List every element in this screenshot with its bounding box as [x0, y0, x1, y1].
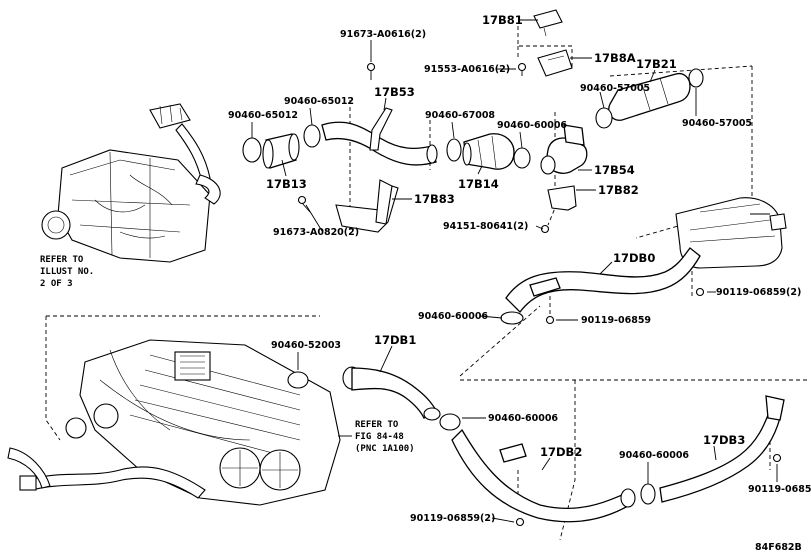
part-label: 90460-57005: [682, 118, 752, 129]
part-label: 90119-06859: [581, 315, 651, 326]
ref-label: 17B8A: [594, 51, 636, 65]
bolt-icons: [297, 62, 550, 234]
note-line: FIG 84-48: [355, 432, 404, 442]
ref-label: 17DB3: [703, 433, 745, 447]
part-label: 91673-A0616(2): [340, 29, 426, 40]
engine-assembly-upper: [41, 103, 221, 263]
ref-label: 17DB1: [374, 333, 416, 347]
ref-label: 17B53: [374, 85, 415, 99]
part-label: 94151-80641(2): [443, 221, 528, 232]
figure-code: 84F682B: [755, 542, 802, 553]
upper-hose-group: [242, 9, 704, 234]
ref-label: 17B54: [594, 163, 635, 177]
note-line: (PNC 1A100): [355, 444, 415, 454]
ref-label: 17DB2: [540, 445, 582, 459]
clamp-left: [242, 137, 262, 163]
note-line: REFER TO: [40, 255, 84, 265]
part-label: 90460-60006: [497, 120, 567, 131]
ref-label: 17B82: [598, 183, 639, 197]
part-label: 90460-65012: [228, 110, 298, 121]
leader-lines: [251, 19, 778, 523]
note-line: ILLUST NO.: [40, 267, 94, 277]
dashed-callout-lines: [45, 26, 810, 541]
ref-label: 17B83: [414, 192, 455, 206]
part-number-labels: 91673-A0616(2) 91553-A0616(2) 90460-6501…: [228, 29, 811, 524]
part-label: 90460-57005: [580, 83, 650, 94]
part-label: 90460-65012: [284, 96, 354, 107]
ref-label: 17B81: [482, 13, 523, 27]
ref-label: 17B21: [636, 57, 677, 71]
refer-figure-note: REFER TO FIG 84-48 (PNC 1A100): [355, 420, 415, 454]
note-line: REFER TO: [355, 420, 399, 430]
part-label: 90119-06859(2): [716, 287, 801, 298]
ref-label: 17DB0: [613, 251, 655, 265]
part-label: 90460-52003: [271, 340, 341, 351]
part-label: 90460-60006: [619, 450, 689, 461]
ref-label: 17B14: [458, 177, 499, 191]
ref-label: 17B13: [266, 177, 307, 191]
note-line: 2 OF 3: [40, 279, 73, 289]
part-label: 90119-06859(2): [410, 513, 495, 524]
part-label: 91673-A0820(2): [273, 227, 359, 238]
reference-labels: 17B81 17B8A 17B21 17B53 17B13 17B14 17B5…: [266, 13, 745, 459]
part-label: 90460-60006: [418, 311, 488, 322]
lower-hose-group: [287, 366, 785, 527]
inverter-assembly: [7, 339, 341, 506]
part-label: 90119-06859: [748, 484, 811, 495]
refer-illustration-note: REFER TO ILLUST NO. 2 OF 3: [40, 255, 94, 289]
part-label: 90460-67008: [425, 110, 495, 121]
part-label: 90460-60006: [488, 413, 558, 424]
part-label: 91553-A0616(2): [424, 64, 510, 75]
reservoir-tank: [500, 197, 787, 325]
